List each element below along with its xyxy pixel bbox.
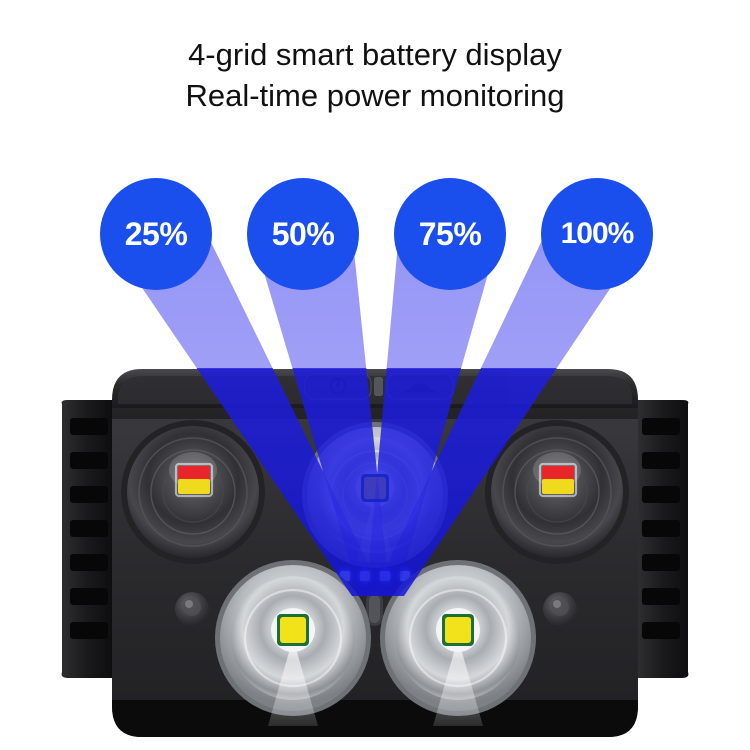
sensor-right <box>543 592 577 626</box>
headline-line-1: 4-grid smart battery display <box>188 37 562 72</box>
led-chip-red-yellow-left <box>174 462 214 498</box>
side-vent-fins-right <box>638 400 689 678</box>
led-chip-red-yellow-right <box>538 462 578 498</box>
battery-callout-100-label: 100% <box>560 217 635 250</box>
battery-callout-25: 25% <box>100 178 212 290</box>
button-divider <box>374 377 383 396</box>
led-upper-left <box>121 420 265 564</box>
led-upper-right <box>485 420 629 564</box>
led-lower-left <box>215 560 371 726</box>
battery-callout-75: 75% <box>394 178 506 290</box>
side-vent-fins-left <box>61 400 112 678</box>
sensor-left <box>175 592 209 626</box>
battery-callout-25-label: 25% <box>124 216 188 252</box>
battery-callout-75-label: 75% <box>418 216 482 252</box>
page-title: 4-grid smart battery display Real-time p… <box>0 34 750 116</box>
battery-callout-50-label: 50% <box>271 216 335 252</box>
beam-overlay-on-body <box>104 368 648 596</box>
battery-callout-100: 100% <box>541 178 653 290</box>
led-chip-lower-right <box>445 617 471 643</box>
led-chip-lower-left <box>280 617 306 643</box>
battery-callout-50: 50% <box>247 178 359 290</box>
indicator-pill-center <box>366 592 383 626</box>
led-lower-right <box>380 560 536 726</box>
headline-line-2: Real-time power monitoring <box>185 78 565 113</box>
